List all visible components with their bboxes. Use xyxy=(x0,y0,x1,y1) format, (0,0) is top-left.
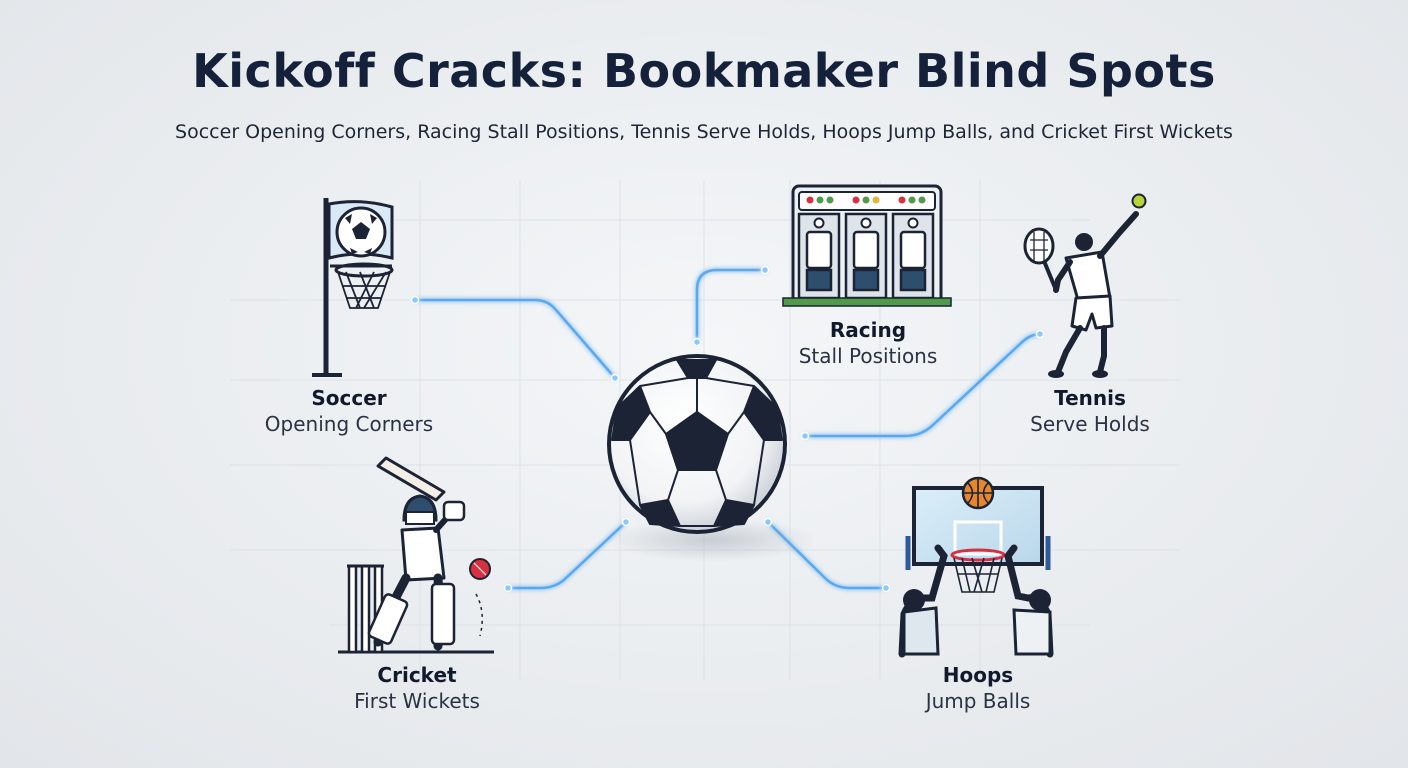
page-subtitle: Soccer Opening Corners, Racing Stall Pos… xyxy=(175,121,1233,143)
node-tennis: Tennis Serve Holds xyxy=(970,385,1210,438)
node-racing: Racing Stall Positions xyxy=(748,317,988,370)
connector-dot xyxy=(410,295,420,305)
node-cricket: Cricket First Wickets xyxy=(297,662,537,715)
connector-dot xyxy=(800,431,810,441)
basketball-jump-ball-icon xyxy=(898,476,1054,658)
node-hoops-name: Hoops xyxy=(942,663,1014,687)
tennis-player-serving-icon xyxy=(1023,193,1147,378)
connector-cricket xyxy=(508,521,627,590)
node-hoops: Hoops Jump Balls xyxy=(858,662,1098,715)
node-cricket-name: Cricket xyxy=(377,663,457,687)
node-racing-name: Racing xyxy=(829,318,907,342)
corner-flag-basket-icon xyxy=(312,198,394,377)
node-soccer-name: Soccer xyxy=(311,386,387,410)
page-title: Kickoff Cracks: Bookmaker Blind Spots xyxy=(192,44,1216,98)
connector-soccer xyxy=(415,298,616,379)
connector-hoops xyxy=(767,521,886,590)
node-tennis-name: Tennis xyxy=(1054,386,1126,410)
connector-tennis xyxy=(805,332,1041,438)
connector-dot xyxy=(610,373,620,383)
node-racing-desc: Stall Positions xyxy=(798,344,938,368)
connector-dot xyxy=(621,517,631,527)
node-tennis-desc: Serve Holds xyxy=(1030,412,1150,436)
node-soccer: Soccer Opening Corners xyxy=(229,385,469,438)
soccer-ball-icon xyxy=(607,354,817,562)
connector-dot xyxy=(881,583,891,593)
node-hoops-desc: Jump Balls xyxy=(925,689,1031,713)
node-cricket-desc: First Wickets xyxy=(354,689,480,713)
starting-stalls-icon xyxy=(782,184,952,307)
connector-racing xyxy=(695,268,765,342)
node-soccer-desc: Opening Corners xyxy=(264,412,434,436)
background-grid xyxy=(230,180,1180,680)
connector-dot xyxy=(760,265,770,275)
connector-dot xyxy=(1035,329,1045,339)
cricket-batter-icon xyxy=(338,456,494,654)
connector-dot xyxy=(692,337,702,347)
connector-dot xyxy=(503,583,513,593)
